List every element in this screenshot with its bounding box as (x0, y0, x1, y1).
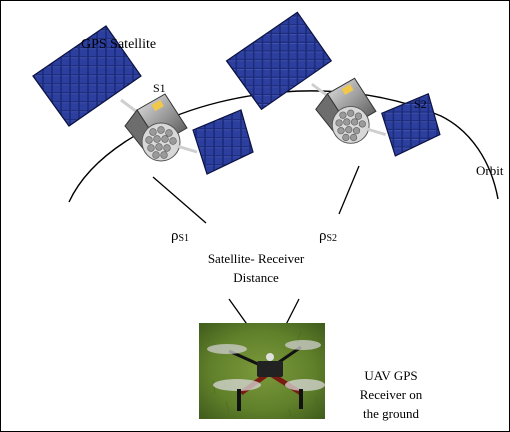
range-label-s2: ρS2 (319, 227, 337, 246)
satellite-receiver-distance-label: Satellite- Receiver Distance (207, 251, 305, 285)
satellite-s2-image (225, 10, 442, 158)
range-label-s1: ρS1 (171, 227, 189, 246)
orbit-label: Orbit (476, 163, 504, 178)
signal-line-s1-upper (152, 176, 207, 224)
uav-receiver-label: UAV GPS Receiver on the ground (359, 368, 423, 421)
range-subscript-s1: S1 (178, 233, 190, 244)
range-symbol-s1: ρ (171, 228, 179, 244)
range-symbol-s2: ρ (319, 228, 327, 244)
satellite-s2-label: S2 (414, 97, 427, 111)
signal-line-s2-upper (338, 165, 360, 215)
range-subscript-s2: S2 (326, 233, 338, 244)
gps-satellite-title: GPS Satellite (81, 37, 157, 52)
uav-photo (199, 323, 325, 419)
satellite-s1-label: S1 (153, 81, 166, 95)
